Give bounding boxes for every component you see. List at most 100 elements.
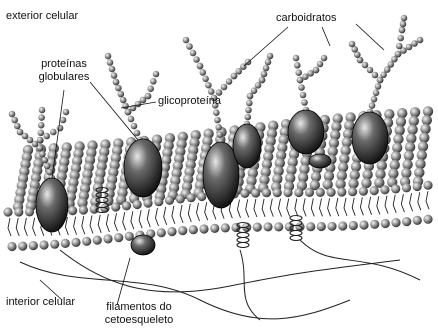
lipid-head (402, 183, 411, 192)
lipid-tail (33, 218, 36, 236)
lipid-head (25, 207, 34, 216)
lipid-tail (139, 210, 142, 228)
lipid-head (306, 222, 315, 231)
filaments-line1: filamentos do (94, 301, 184, 314)
sugar-bead (44, 163, 51, 170)
lipid-head (253, 223, 262, 232)
lipid-head (327, 188, 336, 197)
sugar-bead (375, 83, 382, 90)
sugar-bead (300, 92, 307, 99)
sugar-bead (245, 107, 252, 114)
sugar-bead (113, 79, 120, 86)
transmembrane-helix (237, 238, 249, 243)
sugar-bead (145, 93, 152, 100)
sugar-bead (50, 129, 57, 136)
carbohydrates-label: carboidratos (276, 12, 337, 25)
sugar-bead (372, 72, 379, 79)
lipid-head (413, 182, 422, 191)
glycoprotein-label: glicoproteína (158, 95, 221, 108)
lipid-head (395, 125, 405, 135)
lipid-tail (279, 199, 282, 217)
sugar-bead (399, 27, 406, 34)
sugar-bead (261, 71, 268, 78)
lipid-head (381, 219, 390, 228)
sugar-bead (9, 111, 16, 118)
sugar-bead (313, 67, 320, 74)
lipid-head (262, 188, 271, 197)
lipid-tail (205, 202, 208, 220)
lipid-head (50, 240, 59, 249)
lipid-head (317, 222, 326, 231)
lipid-head (419, 133, 429, 143)
lipid-tail (303, 198, 306, 216)
lipid-head (157, 228, 166, 237)
lipid-head (79, 205, 88, 214)
lipid-head (401, 168, 411, 178)
lipid-tail (147, 209, 150, 227)
sugar-bead (111, 72, 118, 79)
sugar-bead (183, 37, 190, 44)
lipid-head (14, 207, 23, 216)
sugar-bead (255, 82, 262, 89)
sugar-bead (60, 117, 67, 124)
lipid-head (337, 187, 346, 196)
lipid-tail (320, 198, 323, 216)
lipid-head (189, 225, 198, 234)
lipid-head (3, 207, 12, 216)
sugar-bead (396, 43, 403, 50)
lipid-tail (197, 203, 200, 221)
lipid-head (359, 187, 368, 196)
sugar-bead (150, 78, 157, 85)
lipid-head (165, 196, 174, 205)
globular-protein (131, 235, 155, 255)
sugar-bead (153, 71, 160, 78)
sugar-bead (217, 131, 224, 138)
lipid-tail (336, 198, 339, 216)
sugar-bead (128, 116, 135, 123)
sugar-bead (251, 87, 258, 94)
sugar-bead (63, 109, 70, 116)
sugar-bead (14, 123, 21, 130)
lipid-tail (287, 199, 290, 217)
sugar-bead (397, 35, 404, 42)
lipid-head (305, 188, 314, 197)
lipid-tail (188, 204, 191, 222)
sugar-bead (369, 102, 376, 109)
lipid-head (82, 237, 91, 246)
lipid-head (71, 238, 80, 247)
lipid-tail (352, 198, 355, 216)
lipid-tail (344, 198, 347, 216)
filaments-label: filamentos do cetoesqueleto (94, 301, 184, 327)
sugar-bead (321, 55, 328, 62)
sugar-bead (301, 99, 308, 106)
transmembrane-helix (290, 236, 302, 241)
cytoskeleton-filaments (20, 240, 420, 320)
lipid-head (423, 215, 432, 224)
lipid-head (167, 227, 176, 236)
lipid-head (122, 201, 131, 210)
sugar-bead (401, 15, 408, 22)
sugar-bead (38, 130, 45, 137)
sugar-bead (367, 67, 374, 74)
sugar-bead (231, 73, 238, 80)
sugar-bead (115, 85, 122, 92)
sugar-bead (226, 78, 233, 85)
sugar-bead (39, 107, 46, 114)
sugar-bead (406, 44, 413, 51)
sugar-bead (134, 130, 141, 137)
sugar-bead (245, 114, 252, 121)
lipid-head (406, 133, 416, 143)
filaments-line2: cetoesqueleto (94, 314, 184, 327)
lipid-head (348, 178, 358, 188)
lipid-head (7, 242, 16, 251)
lipid-head (176, 194, 185, 203)
lipid-tail (82, 216, 85, 234)
lipid-head (29, 241, 38, 250)
lipid-head (143, 199, 152, 208)
lipid-head (263, 222, 272, 231)
sugar-bead (265, 59, 272, 66)
sugar-bead (267, 53, 274, 60)
globular-protein (124, 139, 162, 197)
lipid-head (178, 226, 187, 235)
sugar-bead (411, 40, 418, 47)
